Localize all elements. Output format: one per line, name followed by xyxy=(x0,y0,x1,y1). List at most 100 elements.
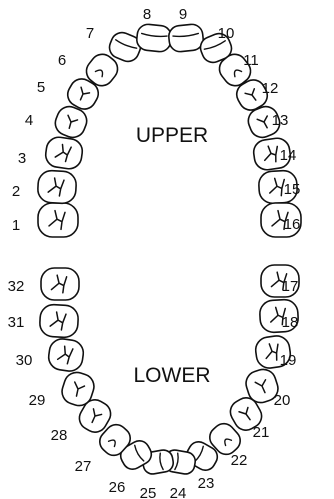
tooth-number-label: 4 xyxy=(25,112,33,129)
tooth-fissure xyxy=(270,306,287,326)
tooth-fissure xyxy=(91,408,103,424)
tooth-fissure xyxy=(67,114,79,130)
tooth-fissure xyxy=(50,274,68,294)
tooth-6[interactable] xyxy=(82,50,123,91)
tooth-number-label: 21 xyxy=(253,424,270,441)
tooth-ridge xyxy=(233,69,243,78)
tooth-19[interactable] xyxy=(254,334,292,369)
tooth-number-label: 9 xyxy=(179,6,187,23)
tooth-ridge xyxy=(224,438,233,447)
tooth-incisal-edge xyxy=(134,444,145,462)
tooth-2[interactable] xyxy=(37,169,77,205)
tooth-fissure xyxy=(254,379,267,394)
tooth-number-label: 32 xyxy=(8,278,25,295)
tooth-14[interactable] xyxy=(252,137,292,172)
tooth-fissure xyxy=(54,143,72,163)
tooth-crown xyxy=(168,23,204,53)
tooth-number-label: 29 xyxy=(29,392,46,409)
tooth-27[interactable] xyxy=(95,420,134,460)
tooth-8[interactable] xyxy=(136,23,173,53)
tooth-incisal-edge xyxy=(203,40,226,50)
tooth-number-label: 25 xyxy=(140,485,157,499)
tooth-crown xyxy=(108,31,142,63)
tooth-crown xyxy=(99,423,131,457)
tooth-ridge xyxy=(94,69,104,78)
tooth-16[interactable] xyxy=(260,202,302,238)
tooth-32[interactable] xyxy=(40,267,80,301)
tooth-number-label: 3 xyxy=(18,150,26,167)
tooth-number-label: 27 xyxy=(75,458,92,475)
tooth-fissure xyxy=(48,209,66,231)
tooth-fissure xyxy=(47,177,65,197)
tooth-26[interactable] xyxy=(117,437,155,473)
tooth-30[interactable] xyxy=(47,337,85,372)
tooth-number-label: 26 xyxy=(109,479,126,496)
tooth-number-label: 18 xyxy=(282,314,299,331)
tooth-21[interactable] xyxy=(226,394,266,435)
tooth-9[interactable] xyxy=(168,23,205,53)
tooth-number-label: 22 xyxy=(231,452,248,469)
tooth-number-label: 7 xyxy=(86,25,94,42)
tooth-13[interactable] xyxy=(245,103,284,141)
tooth-number-label: 11 xyxy=(243,52,259,69)
tooth-fissure xyxy=(79,86,91,101)
tooth-15[interactable] xyxy=(258,169,298,205)
tooth-18[interactable] xyxy=(259,298,299,334)
tooth-incisal-edge xyxy=(159,452,164,471)
tooth-number-label: 1 xyxy=(12,217,20,234)
tooth-ridge xyxy=(107,439,116,448)
tooth-crown xyxy=(119,439,153,471)
tooth-29[interactable] xyxy=(59,369,97,409)
tooth-17[interactable] xyxy=(260,264,300,298)
tooth-crown xyxy=(218,53,252,87)
tooth-number-label: 28 xyxy=(51,427,68,444)
tooth-incisal-edge xyxy=(172,32,200,38)
tooth-number-label: 31 xyxy=(8,314,25,331)
tooth-number-label: 5 xyxy=(37,79,45,96)
tooth-crown xyxy=(209,422,241,456)
tooth-number-label: 30 xyxy=(16,352,33,369)
tooth-7[interactable] xyxy=(106,29,144,64)
tooth-fissure xyxy=(73,381,86,397)
tooth-number-label: 2 xyxy=(12,183,20,200)
tooth-fissure xyxy=(49,311,67,331)
tooth-12[interactable] xyxy=(232,76,271,115)
tooth-number-label: 8 xyxy=(143,6,151,23)
tooth-fissure xyxy=(256,115,268,129)
tooth-number-label: 6 xyxy=(58,52,66,69)
tooth-fissure xyxy=(269,177,286,197)
tooth-incisal-edge xyxy=(115,39,138,49)
tooth-crown xyxy=(85,53,119,87)
tooth-10[interactable] xyxy=(197,30,235,65)
tooth-fissure xyxy=(244,88,257,101)
tooth-5[interactable] xyxy=(63,75,102,114)
tooth-fissure xyxy=(263,145,279,163)
tooth-number-label: 12 xyxy=(262,80,279,97)
tooth-number-label: 19 xyxy=(280,352,297,369)
tooth-1[interactable] xyxy=(37,202,79,238)
tooth-number-label: 16 xyxy=(284,216,301,233)
teeth-layer xyxy=(37,23,302,475)
tooth-20[interactable] xyxy=(243,366,281,406)
tooth-4[interactable] xyxy=(52,103,91,141)
tooth-fissure xyxy=(265,343,279,361)
tooth-11[interactable] xyxy=(215,50,256,91)
tooth-number-label: 14 xyxy=(280,147,297,164)
tooth-incisal-edge xyxy=(140,32,168,38)
tooth-28[interactable] xyxy=(75,396,115,437)
tooth-fissure xyxy=(271,209,289,231)
tooth-3[interactable] xyxy=(44,136,84,171)
tooth-fissure xyxy=(270,271,288,291)
tooth-number-label: 20 xyxy=(274,392,291,409)
tooth-number-label: 17 xyxy=(282,278,299,295)
tooth-number-label: 10 xyxy=(218,25,235,42)
tooth-31[interactable] xyxy=(39,303,79,339)
upper-arch-label: UPPER xyxy=(136,124,208,147)
tooth-crown xyxy=(136,23,172,53)
tooth-crown xyxy=(199,32,233,64)
tooth-22[interactable] xyxy=(205,419,244,459)
tooth-incisal-edge xyxy=(174,452,179,471)
tooth-number-label: 23 xyxy=(198,475,215,492)
